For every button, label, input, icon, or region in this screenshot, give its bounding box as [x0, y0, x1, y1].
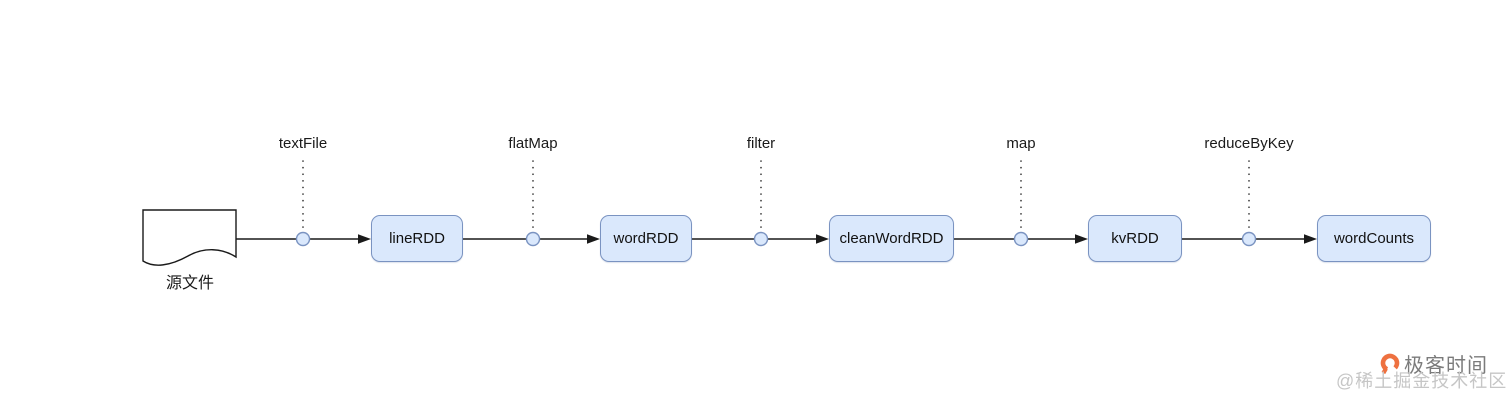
- watermark-community-text: @稀土掘金技术社区: [1336, 371, 1508, 391]
- operator-label-reducebykey: reduceByKey: [1204, 135, 1294, 152]
- node-linerdd: lineRDD: [371, 215, 463, 262]
- geektime-logo-icon: [1380, 353, 1400, 374]
- node-wordcounts: wordCounts: [1317, 215, 1431, 262]
- operator-label-map: map: [1006, 135, 1036, 152]
- source-file-label: 源文件: [165, 275, 215, 292]
- operator-label-flatmap: flatMap: [508, 135, 558, 152]
- node-kvrdd: kvRDD: [1088, 215, 1182, 262]
- watermark-brand-row: 极客时间: [1380, 349, 1488, 378]
- operator-label-filter: filter: [746, 135, 776, 152]
- operator-label-textfile: textFile: [278, 135, 328, 152]
- document-shape: [142, 209, 237, 266]
- watermark-brand-text: 极客时间: [1404, 355, 1488, 377]
- junction-circles: [295, 231, 1257, 247]
- node-cleanwordrdd: cleanWordRDD: [829, 215, 954, 262]
- arrowheads: [358, 234, 1317, 244]
- node-wordrdd: wordRDD: [600, 215, 692, 262]
